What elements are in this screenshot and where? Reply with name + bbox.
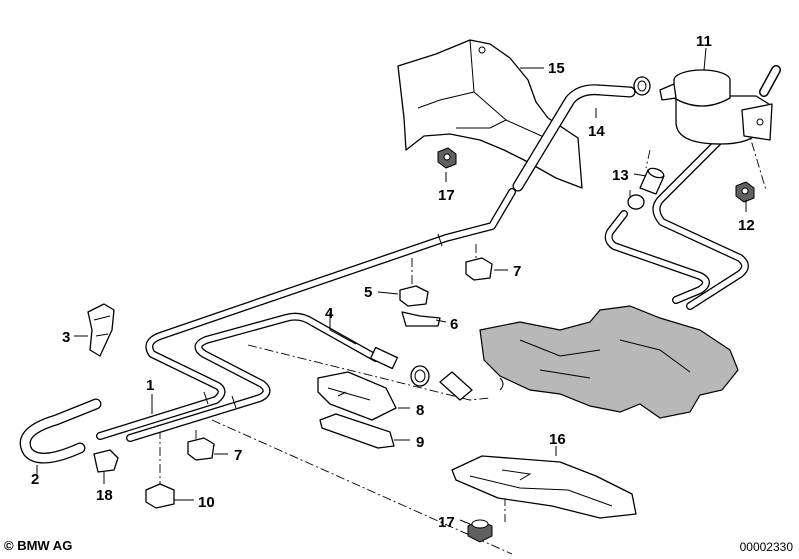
nut-17-bottom: [467, 519, 493, 543]
connector-sleeve: [439, 371, 504, 401]
bracket-6: [401, 311, 441, 327]
nut-17-top: [437, 147, 457, 169]
plate-16: [451, 455, 637, 519]
callout-6: 6: [450, 316, 458, 333]
callout-4: 4: [325, 305, 334, 322]
copyright-label: © BMW AG: [4, 538, 73, 553]
holder-5: [399, 285, 429, 307]
callout-15: 15: [548, 60, 565, 77]
callout-14: 14: [588, 123, 605, 140]
charcoal-canister: [659, 69, 773, 145]
sleeve-13: [639, 167, 665, 195]
callout-5: 5: [364, 284, 372, 301]
callout-9: 9: [416, 434, 424, 451]
callout-7-top: 7: [513, 263, 521, 280]
hose-14: [512, 84, 636, 192]
rail-9: [319, 413, 395, 449]
callout-17-bottom: 17: [438, 514, 455, 531]
nut-12: [735, 181, 755, 203]
callout-16: 16: [549, 431, 566, 448]
callout-12: 12: [738, 217, 755, 234]
leaders: [36, 47, 747, 525]
callout-2: 2: [31, 471, 39, 488]
callout-10: 10: [198, 494, 215, 511]
holder-3: [87, 303, 115, 357]
callout-1: 1: [146, 377, 154, 394]
canister-lines: [604, 65, 781, 310]
callout-11: 11: [696, 33, 712, 50]
callout-18: 18: [96, 487, 113, 504]
drawing-number: 00002330: [739, 540, 793, 554]
holder-10: [145, 483, 175, 509]
u-hose-2: [19, 398, 102, 464]
holder-7-top: [465, 257, 493, 281]
fuel-lines: [96, 188, 516, 442]
fuel-tank: [479, 305, 739, 419]
callout-13: 13: [612, 167, 629, 184]
callout-labels: 1 2 3 4 5 6 7 7 8 9 10 11 12 13 14 15 17…: [31, 33, 755, 531]
callout-3: 3: [62, 329, 70, 346]
clip-18: [93, 449, 119, 473]
holder-7-bottom: [187, 437, 215, 461]
callout-17-top: 17: [438, 187, 455, 204]
callout-8: 8: [416, 402, 424, 419]
callout-7-bottom: 7: [234, 447, 242, 464]
holder-8: [317, 371, 397, 421]
